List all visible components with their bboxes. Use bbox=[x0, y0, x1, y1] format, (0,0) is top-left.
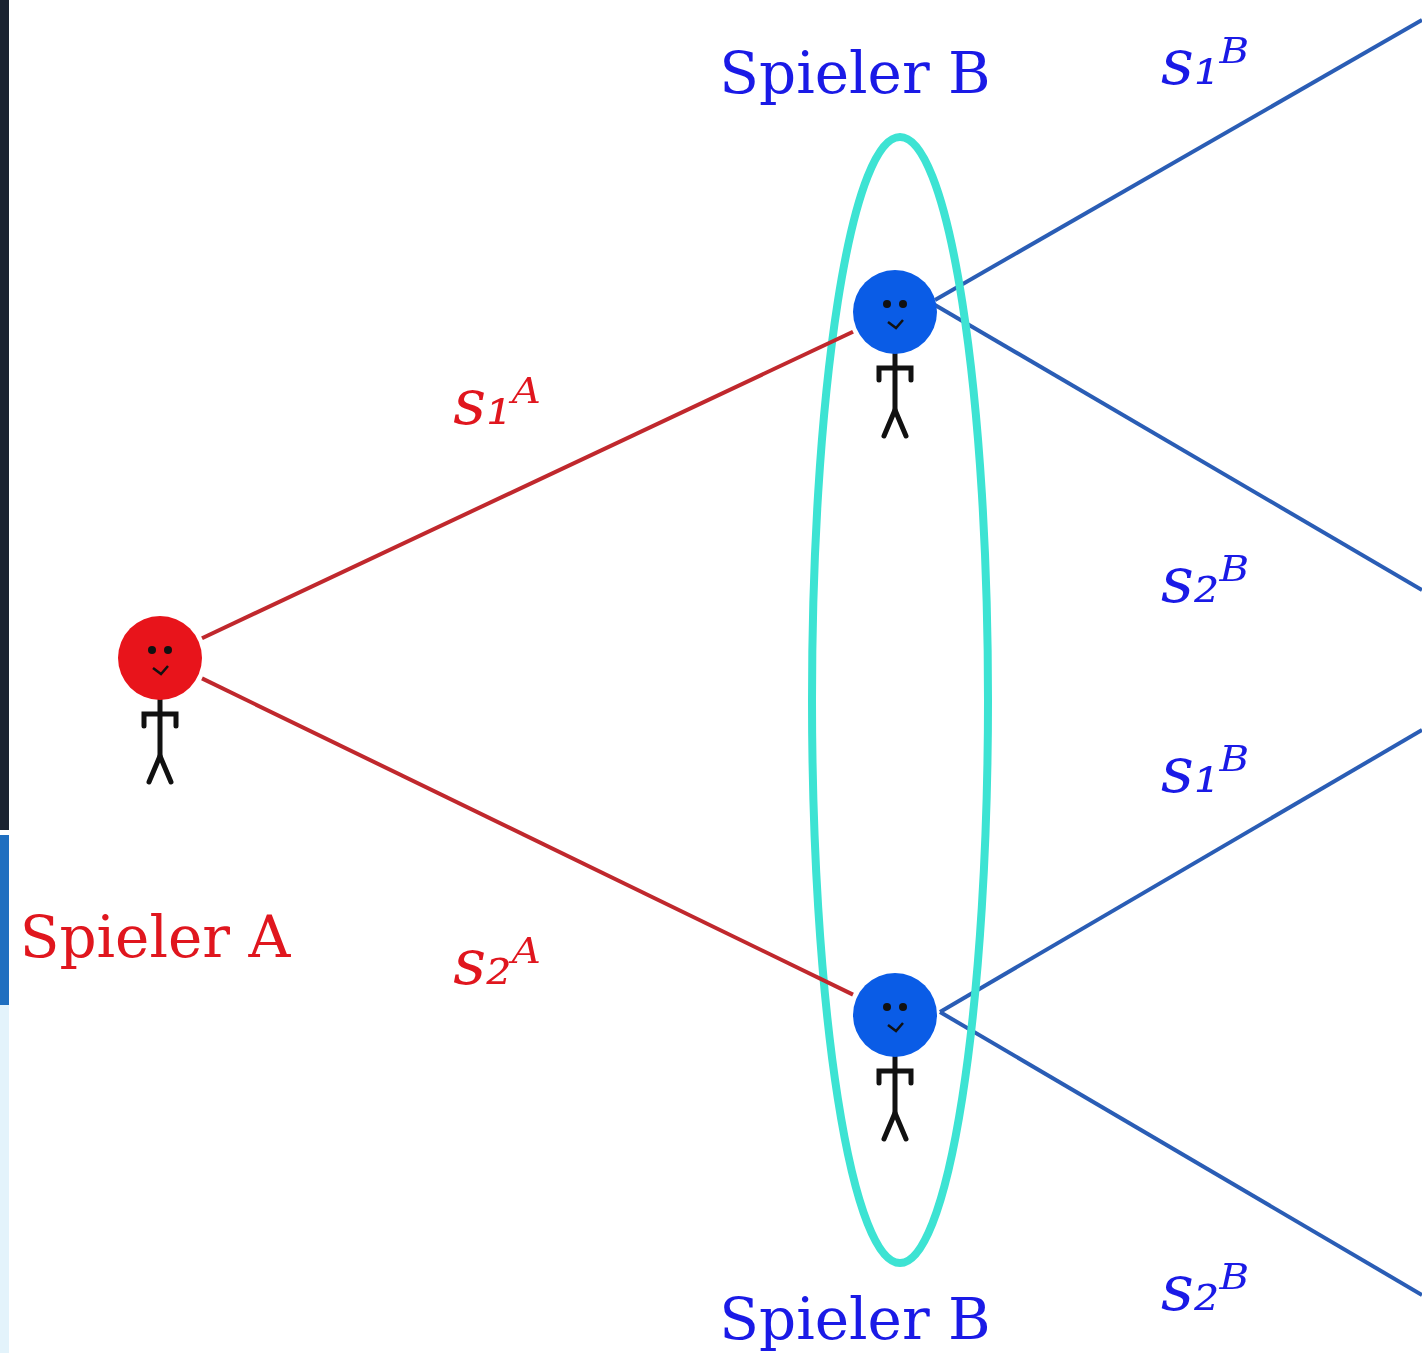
information-set bbox=[812, 137, 988, 1263]
branch-line bbox=[935, 20, 1422, 300]
branch-line bbox=[940, 1012, 1422, 1295]
stick-figure bbox=[853, 270, 937, 450]
edge-strip bbox=[0, 1005, 9, 1353]
player-node: Spieler A bbox=[118, 616, 202, 700]
strategy-label: s₂ᴮ bbox=[1161, 1256, 1249, 1320]
player-label: Spieler A bbox=[20, 908, 291, 966]
strategy-label: s₁ᴮ bbox=[1161, 738, 1249, 802]
strategy-label: s₂ᴬ bbox=[453, 930, 541, 994]
strategy-label: s₁ᴮ bbox=[1161, 30, 1249, 94]
player-node: Spieler B bbox=[853, 973, 937, 1057]
strategy-label: s₁ᴬ bbox=[453, 370, 541, 434]
edge-strip bbox=[0, 0, 9, 830]
strategy-label: s₂ᴮ bbox=[1161, 548, 1249, 612]
stick-figure bbox=[118, 616, 202, 796]
player-label: Spieler B bbox=[719, 44, 990, 102]
strategy-line bbox=[202, 332, 853, 638]
stick-figure bbox=[853, 973, 937, 1153]
edge-strip bbox=[0, 835, 9, 1005]
branch-line bbox=[940, 730, 1422, 1012]
strategy-line bbox=[202, 678, 853, 994]
player-label: Spieler B bbox=[719, 1290, 990, 1348]
player-node: Spieler B bbox=[853, 270, 937, 354]
